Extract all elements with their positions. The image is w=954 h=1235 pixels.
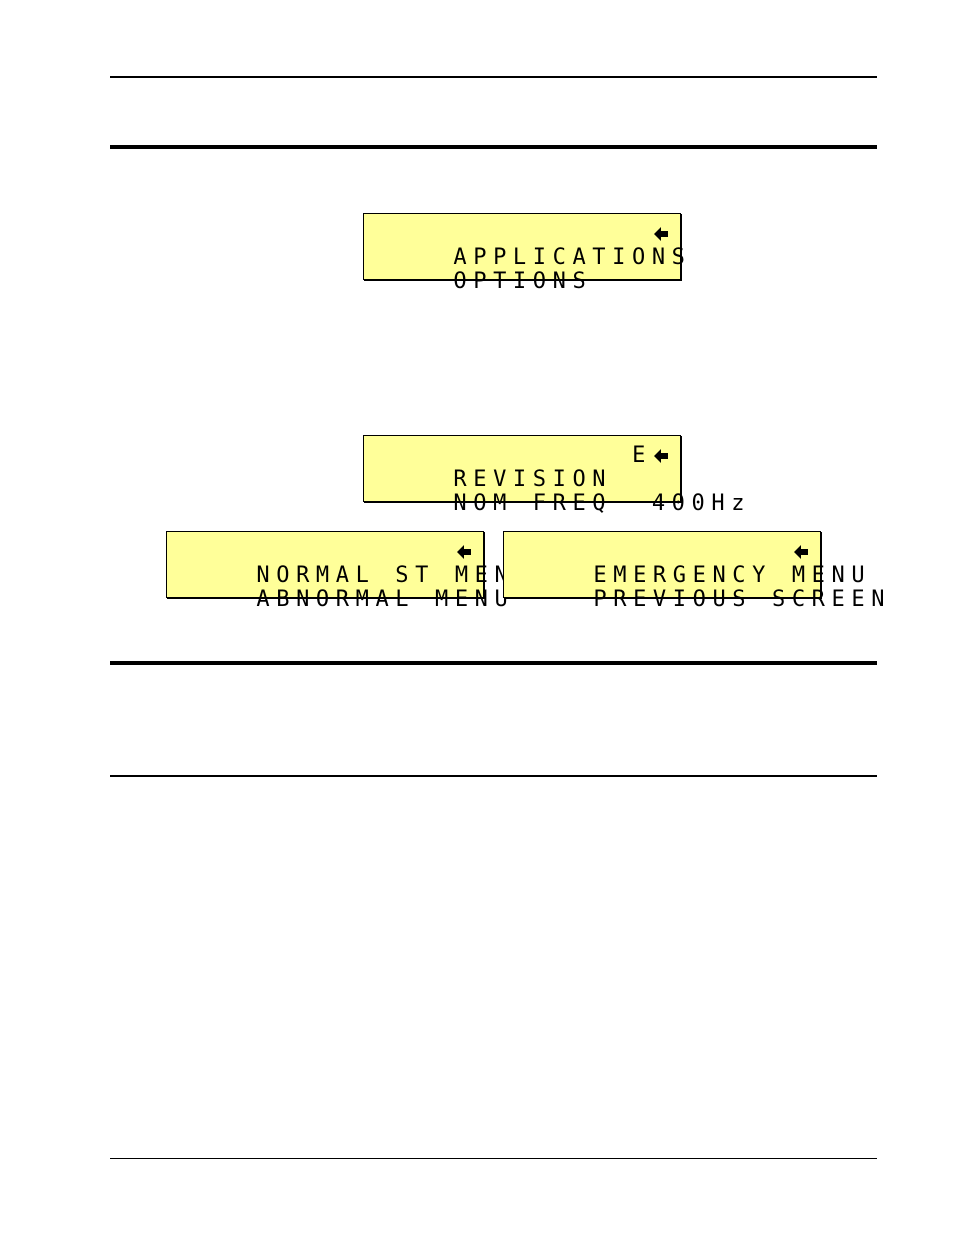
lcd-text-emergency-menu: EMERGENCY MENU bbox=[593, 563, 872, 588]
left-arrow-icon bbox=[794, 540, 808, 564]
section-rule-top bbox=[110, 145, 877, 149]
revision-letter: E bbox=[632, 443, 652, 468]
section-rule-middle bbox=[110, 661, 877, 665]
left-arrow-icon bbox=[654, 449, 668, 463]
lcd-text-revision: REVISION bbox=[453, 467, 613, 492]
lcd-text-applications: APPLICATIONS bbox=[453, 245, 692, 270]
lcd-display-revision: REVISION E NOM FREQ 400Hz bbox=[363, 435, 744, 516]
lcd-line-1: EMERGENCY MENU bbox=[514, 540, 865, 588]
revision-value-with-arrow: E bbox=[632, 444, 668, 468]
footer-rule bbox=[110, 1158, 877, 1159]
lcd-text-nom-freq: NOM FREQ 400Hz bbox=[453, 491, 752, 516]
lcd-text-options: OPTIONS bbox=[453, 269, 593, 294]
lcd-line-1: NORMAL ST MENU bbox=[177, 540, 528, 588]
header-rule bbox=[110, 76, 877, 78]
lcd-text-previous-screen: PREVIOUS SCREEN bbox=[593, 587, 892, 612]
lcd-line-1: REVISION E bbox=[374, 444, 680, 492]
left-arrow-icon bbox=[457, 540, 471, 564]
lcd-line-2: OPTIONS bbox=[374, 246, 680, 294]
lcd-text-abnormal-menu: ABNORMAL MENU bbox=[256, 587, 515, 612]
lcd-text-normal-st-menu: NORMAL ST MENU bbox=[256, 563, 535, 588]
lcd-line-2: NOM FREQ 400Hz bbox=[374, 468, 744, 516]
section-rule-bottom bbox=[110, 775, 877, 777]
lcd-display-emergency-menu: EMERGENCY MENU PREVIOUS SCREEN bbox=[503, 531, 884, 612]
left-arrow-icon bbox=[654, 222, 668, 246]
lcd-display-normal-menu: NORMAL ST MENU ABNORMAL MENU bbox=[166, 531, 528, 612]
lcd-line-2: ABNORMAL MENU bbox=[177, 564, 507, 612]
lcd-line-1: APPLICATIONS bbox=[374, 222, 685, 270]
lcd-display-applications: APPLICATIONS OPTIONS bbox=[363, 213, 685, 294]
lcd-line-2: PREVIOUS SCREEN bbox=[514, 564, 884, 612]
